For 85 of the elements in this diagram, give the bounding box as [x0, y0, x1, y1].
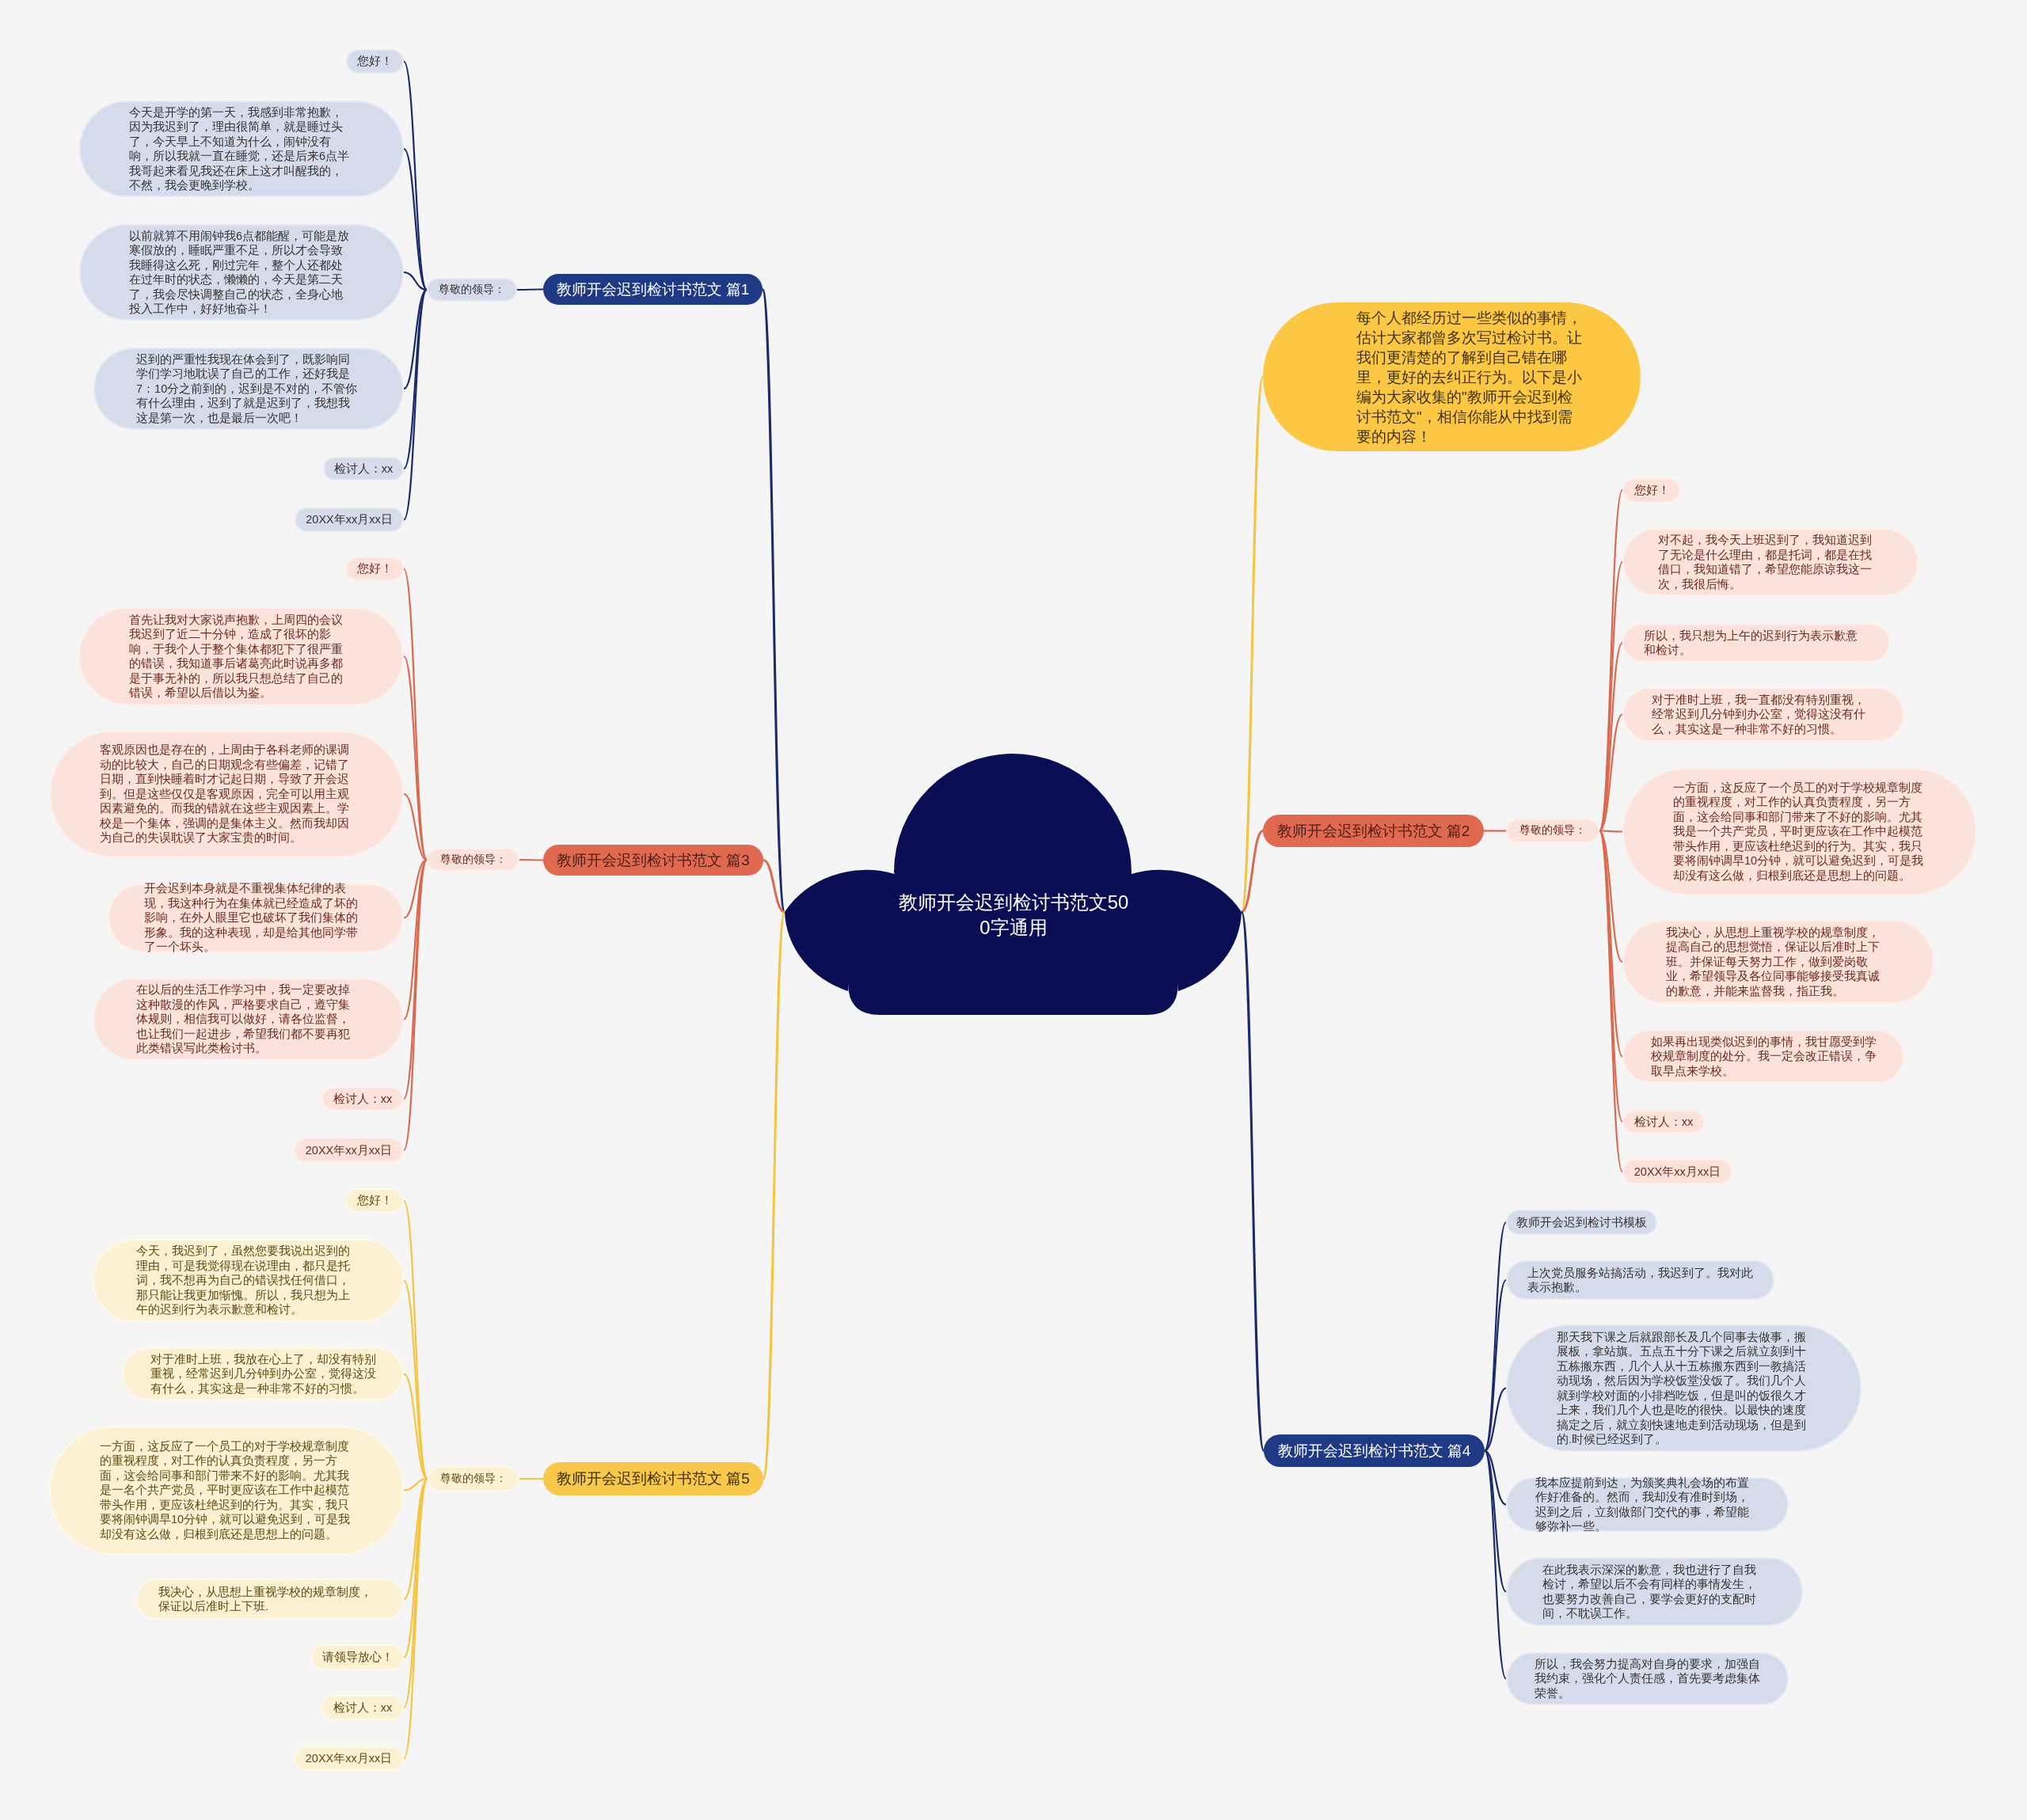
- intro-bubble: 每个人都经历过一些类似的事情，估计大家都曾多次写过检讨书。让我们更清楚的了解到自己错在哪里，更好的去纠正行为。以下是小编为大家收集的"教师开会迟到检讨书范文"，相信你能从中找到需要的内容！: [1263, 302, 1641, 451]
- text-bubble: 以前就算不用闹钟我6点都能醒，可能是放寒假放的，睡眠严重不足，所以才会导致我睡得这么死，刚过完年，整个人还都处在过年时的状态，懒懒的，今天是第二天了，我会尽快调整自己的状态，全身心地投入工作中，好好地奋斗！: [79, 224, 404, 321]
- connector-line: [1599, 830, 1623, 1123]
- text-bubble: 一方面，这反应了一个员工的对于学校规章制度的重视程度，对工作的认真负责程度，另一方面，这会给同事和部门带来不好的影响。尤其我是一名个共产党员，平时更应该在工作中起模范带头作用，更应该杜绝迟到的行为。其实，我只要将闹钟调早10分钟，就可以避免迟到，可是我却没有这么做，归根到底还是思想上的问题。: [49, 1426, 404, 1555]
- connector-line: [403, 859, 428, 919]
- topic-box: 教师开会迟到检讨书范文 篇3: [543, 845, 763, 876]
- text-bubble: 在此我表示深深的歉意，我也进行了自我检讨，希望以后不会有同样的事情发生，也要努力改善自己，要学会更好的支配时间，不耽误工作。: [1506, 1557, 1803, 1626]
- connector-line: [1598, 830, 1624, 1172]
- connector-line: [1240, 376, 1264, 913]
- text-bubble: 20XX年xx月xx日: [294, 1138, 404, 1163]
- text-bubble: 对于准时上班，我放在心上了，却没有特别重视，经常迟到几分钟到办公室，觉得这没有什么，其实这是一种非常不好的习惯。: [122, 1347, 404, 1400]
- connector-line: [403, 793, 428, 861]
- connector-line: [1484, 1387, 1507, 1452]
- connector-line: [1599, 561, 1623, 831]
- connector-line: [1240, 911, 1265, 1451]
- connector-line: [1599, 830, 1622, 833]
- text-bubble: 检讨人：xx: [321, 1087, 404, 1111]
- text-bubble: 我决心，从思想上重视学校的规章制度，提高自己的思想觉悟，保证以后准时上下班。并保证每天努力工作，做到爱岗敬业，希望领导及各位同事能够接受我真诚的歉意，并能来监督我，指正我。: [1622, 920, 1934, 1004]
- subtopic-box: 尊敬的领导：: [428, 1466, 519, 1491]
- connector-line: [519, 1477, 543, 1480]
- text-bubble: 检讨人：xx: [1622, 1110, 1705, 1134]
- text-bubble: 教师开会迟到检讨书模板: [1506, 1210, 1657, 1235]
- topic-box: 教师开会迟到检讨书范文 篇2: [1263, 815, 1484, 847]
- subtopic-box: 尊敬的领导：: [1506, 819, 1599, 843]
- subtopic-box: 尊敬的领导：: [427, 278, 517, 302]
- connector-line: [1484, 830, 1506, 832]
- topic-box: 教师开会迟到检讨书范文 篇4: [1264, 1434, 1485, 1467]
- text-bubble: 一方面，这反应了一个员工的对于学校规章制度的重视程度，对工作的认真负责程度，另一方面，这会给同事和部门带来了不好的影响。尤其我是一个共产党员，平时更应该在工作中起模范带头作用，更应该杜绝迟到的行为。其实，我只要将闹钟调早10分钟，就可以避免迟到，可是我却没有这么做，归根到底还是思想上的问题。: [1622, 768, 1977, 895]
- text-bubble: 如果再出现类似迟到的事情，我甘愿受到学校规章制度的处分。我一定会改正错误，争取早点来学校。: [1622, 1030, 1904, 1083]
- text-bubble: 首先让我对大家说声抱歉，上周四的会议我迟到了近二十分钟，造成了很坏的影响，于我个人于整个集体都犯下了很严重的错误，我知道事后诸葛亮此时说再多都是于事无补的，所以我只想总结了自己的错误，希望以后借以为鉴。: [78, 607, 404, 705]
- text-bubble: 所以，我只想为上午的迟到行为表示歉意和检讨。: [1622, 623, 1890, 663]
- topic-box: 教师开会迟到检讨书范文 篇5: [543, 1462, 763, 1495]
- connector-line: [519, 858, 543, 861]
- connector-line: [762, 911, 786, 1480]
- connector-line: [761, 289, 786, 913]
- connector-line: [1599, 830, 1623, 963]
- text-bubble: 我决心，从思想上重视学校的规章制度，保证以后准时上下班.: [136, 1579, 404, 1620]
- subtopic-box: 尊敬的领导：: [427, 848, 519, 872]
- connector-line: [403, 1279, 428, 1480]
- connector-line: [1484, 1450, 1507, 1506]
- text-bubble: 对不起，我今天上班迟到了，我知道迟到了无论是什么理由，都是托词，都是在找借口，我知道错了，希望您能原谅我这一次，我很后悔。: [1622, 528, 1919, 596]
- text-bubble: 客观原因也是存在的，上周由于各科老师的课调动的比较大，自己的日期观念有些偏差，记错了日期，直到快睡着时才记起日期，导致了开会迟到。但是这些仅仅是客观原因，完全可以用主观因素避免的。而我的错就在这些主观因素上。学校是一个集体，强调的是集体主义。然而我却因为自己的失误耽误了大家宝贵的时间。: [49, 731, 404, 857]
- text-bubble: 20XX年xx月xx日: [294, 1746, 404, 1771]
- connector-line: [403, 289, 428, 521]
- connector-line: [403, 148, 428, 291]
- connector-line: [403, 271, 428, 291]
- text-bubble: 我本应提前到达，为颁奖典礼会场的布置作好准备的。然而，我却没有准时到场，迟到之后，立刻做部门交代的事，希望能够弥补一些。: [1506, 1477, 1789, 1532]
- text-bubble: 所以，我会努力提高对自身的要求，加强自我约束，强化个人责任感，首先要考虑集体荣誉。: [1506, 1652, 1789, 1705]
- connector-line: [403, 859, 428, 1151]
- connector-line: [403, 289, 428, 389]
- text-bubble: 迟到的严重性我现在体会到了，既影响同学们学习地耽误了自己的工作，还好我是7：10分之前到的，迟到是不对的，不管你有什么理由，迟到了就是迟到了，我想我这是第一次，也是最后一次吧！: [93, 348, 404, 430]
- connector-line: [403, 568, 428, 861]
- text-bubble: 您好！: [1622, 477, 1681, 503]
- text-bubble: 今天是开学的第一天，我感到非常抱歉，因为我迟到了，理由很简单，就是睡过头了，今天早上不知道为什么，闹钟没有响，所以我就一直在睡觉，还是后来6点半我哥起来看见我还在床上这才叫醒我的，不然，我会更晚到学校。: [79, 101, 404, 197]
- text-bubble: 您好！: [345, 1188, 404, 1213]
- connector-line: [1484, 1450, 1507, 1680]
- text-bubble: 您好！: [345, 557, 404, 581]
- text-bubble: 检讨人：xx: [323, 457, 404, 481]
- connector-line: [1241, 830, 1264, 914]
- text-bubble: 20XX年xx月xx日: [1622, 1159, 1732, 1184]
- text-bubble: 上次党员服务站搞活动，我迟到了。我对此表示抱歉。: [1506, 1260, 1774, 1300]
- text-bubble: 对于准时上班，我一直都没有特别重视，经常迟到几分钟到办公室，觉得这没有什么，其实这是一种非常不好的习惯。: [1622, 687, 1904, 742]
- connector-line: [1599, 713, 1623, 832]
- connector-line: [403, 1373, 428, 1480]
- connector-line: [403, 859, 428, 1100]
- connector-line: [403, 1477, 428, 1491]
- connector-line: [403, 1478, 428, 1759]
- text-bubble: 您好！: [346, 49, 404, 74]
- connector-line: [1484, 1450, 1507, 1593]
- connector-line: [763, 859, 785, 914]
- connector-line: [517, 288, 543, 291]
- text-bubble: 20XX年xx月xx日: [295, 507, 404, 532]
- text-bubble: 那天我下课之后就跟部长及几个同事去做事，搬展板，拿站旗。五点五十分下课之后就立刻到十五栋搬东西，几个人从十五栋搬东西到一教搞活动现场，然后因为学校饭堂没饭了。我们几个人就到学校对面的小排档吃饭，但是叫的饭很久才上来，我们几个人也是吃的很快。以最快的速度搞定之后，就立刻快速地走到活动现场，但是到的.时候已经迟到了。: [1506, 1324, 1862, 1452]
- connector-line: [403, 655, 428, 861]
- topic-box: 教师开会迟到检讨书范文 篇1: [543, 274, 763, 305]
- connector-line: [403, 1478, 428, 1659]
- title-text: 教师开会迟到检讨书范文500字通用: [897, 891, 1130, 940]
- text-bubble: 开会迟到本身就是不重视集体纪律的表现，我这种行为在集体就已经造成了坏的影响，在外人眼里它也破坏了我们集体的形象。我的这种表现，却是给其他同学带了一个坏头。: [108, 883, 404, 952]
- text-bubble: 请领导放心！: [311, 1644, 404, 1670]
- text-bubble: 检讨人：xx: [321, 1695, 404, 1720]
- connector-line: [403, 1200, 428, 1480]
- connector-line: [403, 1478, 428, 1708]
- text-bubble: 在以后的生活工作学习中，我一定要改掉这种散漫的作风，严格要求自己，遵守集体规则，相信我可以做好，请各位监督，也让我们一起进步，希望我们都不要再犯此类错误写此类检讨书。: [93, 978, 404, 1061]
- text-bubble: 今天，我迟到了，虽然您要我说出迟到的理由，可是我觉得现在说理由，都只是托词，我不想再为自己的错误找任何借口，那只能让我更加惭愧。所以，我只想为上午的迟到行为表示歉意和检讨。: [93, 1239, 404, 1322]
- connector-line: [403, 60, 428, 291]
